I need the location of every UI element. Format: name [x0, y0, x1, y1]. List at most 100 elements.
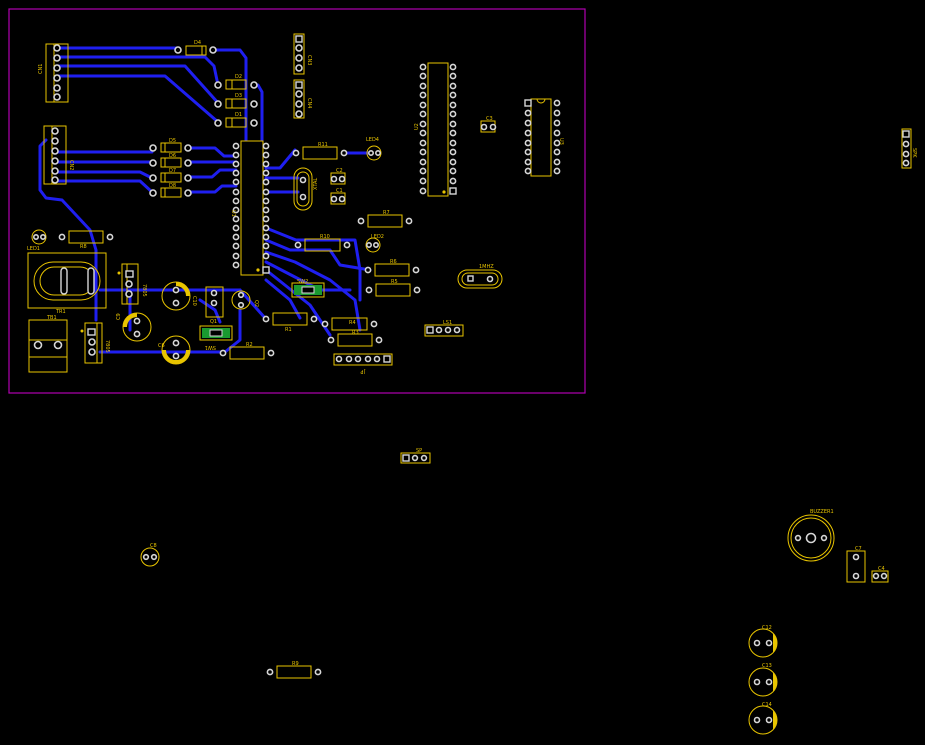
resistor-r9: R9: [266, 661, 322, 679]
r1-label: R1: [285, 327, 292, 333]
header-jp: JP: [333, 353, 393, 374]
resistor-r1: R1: [262, 312, 318, 333]
ls1-label: LS1: [443, 320, 452, 326]
board-outline: [8, 8, 586, 394]
r9-label: R9: [292, 661, 299, 667]
d3-label: D3: [235, 93, 242, 99]
diode-d8: D8: [149, 183, 192, 198]
tb1-label: TB1: [46, 315, 57, 321]
resistor-r4: R4: [321, 317, 378, 331]
xtal-label: XTAL: [313, 178, 319, 190]
crystal-xtal: XTAL: [293, 167, 319, 211]
resistor-r7: R7: [357, 210, 413, 228]
buzzer-label: BUZZER1: [810, 509, 834, 515]
u3-label: U3: [558, 138, 564, 145]
tr1-label: TR1: [55, 309, 66, 315]
r8-label: R8: [80, 244, 87, 250]
led-led1: LED1: [27, 229, 47, 252]
d1-label: D1: [235, 112, 242, 118]
switch-sw2: SW2: [291, 279, 325, 298]
c13-label: C13: [762, 663, 772, 669]
q1-label: Q1: [210, 319, 217, 325]
r3-label: R3: [352, 330, 359, 336]
led1-label: LED1: [27, 246, 40, 252]
c7-label: C7: [855, 546, 862, 552]
c14-label: C14: [762, 702, 772, 708]
resistor-r2: R2: [219, 342, 275, 360]
led-led2: LED2: [365, 234, 384, 253]
r11-label: R11: [318, 142, 328, 148]
transistor-q2: Q2: [231, 290, 259, 310]
cn3-label: CN3: [306, 55, 312, 65]
switch-sw1: SW1: [199, 325, 233, 350]
resistor-r10: R10: [294, 234, 351, 252]
reg1-label: 7805: [141, 284, 147, 297]
d2-label: D2: [235, 74, 242, 80]
diode-d4: D4: [174, 40, 217, 56]
r5-label: R5: [391, 279, 398, 285]
c3-label: C3: [486, 116, 493, 122]
c10-label: C10: [191, 296, 197, 306]
capacitor-c1: C1: [330, 188, 346, 205]
connector-cn4: CN4: [293, 79, 312, 119]
transistor-q1: Q1: [205, 286, 224, 325]
regulator-7805-bottom: 7805: [80, 322, 110, 364]
capacitor-c4: C4: [871, 566, 889, 583]
connector-cn1: CN1: [38, 43, 69, 103]
cn2-label: CN2: [68, 160, 74, 170]
c8-label: C8: [150, 543, 157, 549]
resistor-r8: R8: [58, 230, 114, 250]
header-ls1: LS1: [424, 320, 464, 337]
traces: [38, 46, 372, 354]
diode-d2: D2: [214, 74, 258, 90]
terminal-block-tb1: TB1: [28, 315, 68, 373]
connector-cn2: CN2: [43, 125, 74, 185]
mhz-label: 1MHZ: [479, 264, 494, 270]
led2-label: LED2: [371, 234, 384, 240]
sw2-label: SW2: [297, 279, 308, 285]
led4-label: LED4: [366, 137, 379, 143]
diode-d1: D1: [214, 112, 258, 128]
reg2-label: 7805: [104, 340, 110, 353]
sp-label: SP: [416, 448, 422, 454]
d6-label: D6: [169, 153, 176, 159]
d8-label: D8: [169, 183, 176, 189]
capacitor-c2: C2: [330, 168, 346, 185]
q2-label: Q2: [253, 300, 259, 307]
r6-label: R6: [390, 259, 397, 265]
capacitor-c9: C9: [116, 312, 152, 342]
diode-d5: D5: [149, 138, 192, 153]
transformer-tr1: TR1: [27, 252, 107, 315]
regulator-7805-top: 7805: [117, 263, 147, 305]
r2-label: R2: [246, 342, 253, 348]
cn1-label: CN1: [38, 64, 44, 74]
jp-label: JP: [361, 368, 367, 374]
r10-label: R10: [320, 234, 330, 240]
capacitor-c3: C3: [480, 116, 497, 133]
c6-label: C6: [158, 343, 165, 349]
capacitor-c12: C12: [748, 625, 778, 658]
diode-d6: D6: [149, 153, 192, 168]
ic-u3: U3: [524, 98, 564, 177]
d5-label: D5: [169, 138, 176, 144]
capacitor-c6: C6: [158, 335, 191, 365]
diode-d3: D3: [214, 93, 258, 109]
led-led4: LED4: [366, 137, 382, 161]
r7-label: R7: [383, 210, 390, 216]
u1-label: U1: [230, 210, 236, 217]
c12-label: C12: [762, 625, 772, 631]
header-sp: SP: [400, 448, 431, 464]
capacitor-c8: C8: [140, 543, 160, 567]
connector-cn3: CN3: [293, 33, 312, 75]
c4-label: C4: [878, 566, 885, 572]
c1-label: C1: [336, 188, 343, 194]
ic-u1: U1: [230, 140, 270, 276]
crystal-1mhz: 1MHZ: [457, 264, 503, 289]
cn4-label: CN4: [306, 98, 312, 108]
speaker-header-spk: SPK: [901, 128, 917, 169]
c2-label: C2: [336, 168, 343, 174]
resistor-r6: R6: [364, 259, 420, 277]
resistor-r5: R5: [365, 279, 421, 297]
buzzer-buzzer1: BUZZER1: [787, 509, 835, 562]
